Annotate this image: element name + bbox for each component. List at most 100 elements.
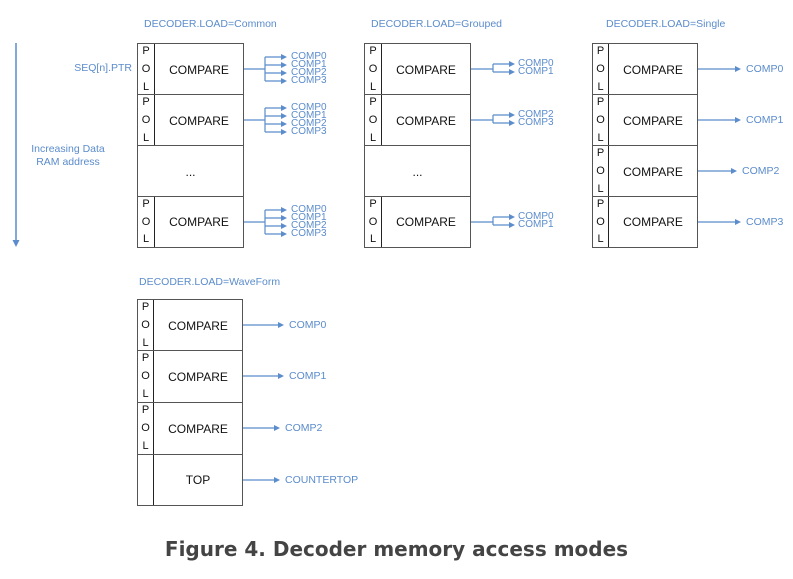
memory-row: TOP bbox=[137, 454, 243, 506]
output-arrowhead-icon bbox=[278, 373, 284, 379]
output-arrowhead-icon bbox=[281, 223, 287, 229]
output-label-comp0: COMP0 bbox=[518, 211, 554, 222]
output-arrowhead-icon bbox=[274, 477, 280, 483]
pol-letter: L bbox=[142, 81, 150, 93]
output-arrowhead-icon bbox=[281, 231, 287, 237]
pol-letter: P bbox=[369, 45, 377, 57]
mode-title-grouped: DECODER.LOAD=Grouped bbox=[371, 18, 503, 30]
compare-field-label: COMPARE bbox=[396, 215, 456, 229]
pol-letter: O bbox=[368, 63, 378, 75]
output-label-comp2: COMP2 bbox=[742, 165, 780, 177]
output-label-comp1: COMP1 bbox=[746, 114, 784, 126]
output-label-comp2: COMP2 bbox=[518, 109, 554, 120]
pol-letter: P bbox=[141, 404, 150, 416]
pol-letter: L bbox=[142, 233, 150, 245]
output-arrowhead-icon bbox=[281, 70, 287, 76]
pol-letter: O bbox=[596, 63, 605, 75]
output-arrowhead-icon bbox=[509, 222, 515, 228]
pol-letter: L bbox=[369, 233, 377, 245]
output-label-comp0: COMP0 bbox=[291, 204, 327, 215]
pol-letter: O bbox=[141, 215, 151, 228]
output-arrowhead-icon bbox=[278, 322, 284, 328]
output-label-comp0: COMP0 bbox=[291, 51, 327, 62]
pol-letter: P bbox=[142, 45, 150, 57]
output-label-countertop: COUNTERTOP bbox=[285, 474, 359, 486]
seq-ptr-label: SEQ[n].PTR bbox=[74, 62, 132, 74]
output-label-comp3: COMP3 bbox=[291, 126, 327, 137]
top-field-label: TOP bbox=[185, 473, 211, 487]
output-arrowhead-icon bbox=[281, 121, 287, 127]
output-arrowhead-icon bbox=[274, 425, 280, 431]
output-arrowhead-icon bbox=[509, 61, 515, 67]
output-arrowhead-icon bbox=[509, 214, 515, 220]
output-arrowhead-icon bbox=[281, 129, 287, 135]
compare-field-label: COMPARE bbox=[396, 62, 456, 77]
direction-label-line2: RAM address bbox=[36, 156, 100, 168]
pol-letter: O bbox=[141, 114, 151, 126]
figure-caption: Figure 4. Decoder memory access modes bbox=[164, 537, 629, 561]
compare-field-label: COMPARE bbox=[168, 318, 228, 333]
address-direction-arrowhead-icon bbox=[12, 240, 20, 247]
pol-letter: O bbox=[596, 215, 605, 228]
compare-field-label: COMPARE bbox=[169, 62, 229, 77]
output-arrowhead-icon bbox=[281, 113, 287, 119]
pol-letter: L bbox=[369, 132, 377, 144]
pol-letter: O bbox=[141, 422, 150, 434]
pol-letter: L bbox=[142, 337, 149, 349]
memory-row-ellipsis: ... bbox=[364, 145, 471, 198]
output-label-comp2: COMP2 bbox=[285, 422, 323, 434]
output-label-comp0: COMP0 bbox=[518, 58, 554, 69]
compare-field-label: COMPARE bbox=[169, 215, 229, 229]
output-arrowhead-icon bbox=[735, 117, 741, 123]
output-arrowhead-icon bbox=[281, 215, 287, 221]
output-arrowhead-icon bbox=[281, 62, 287, 68]
pol-letter: L bbox=[142, 132, 150, 144]
compare-field-label: COMPARE bbox=[623, 62, 683, 77]
output-label-comp2: COMP2 bbox=[291, 220, 327, 231]
output-label-comp1: COMP1 bbox=[291, 212, 327, 223]
direction-label: Increasing Data RAM address bbox=[20, 143, 116, 169]
output-arrowhead-icon bbox=[281, 78, 287, 84]
compare-field-label: COMPARE bbox=[169, 113, 229, 128]
pol-letter: L bbox=[142, 388, 149, 400]
mode-title-waveform: DECODER.LOAD=WaveForm bbox=[139, 276, 281, 288]
compare-field-label: COMPARE bbox=[623, 164, 683, 179]
mode-title-single: DECODER.LOAD=Single bbox=[606, 18, 726, 30]
pol-letter: O bbox=[141, 63, 151, 75]
pol-letter: O bbox=[368, 215, 378, 228]
pol-letter: L bbox=[597, 132, 604, 144]
output-label-comp3: COMP3 bbox=[291, 228, 327, 239]
output-arrowhead-icon bbox=[509, 69, 515, 75]
output-arrowhead-icon bbox=[509, 120, 515, 126]
output-label-comp3: COMP3 bbox=[291, 75, 327, 86]
ellipsis-label: ... bbox=[412, 164, 423, 179]
pol-letter: P bbox=[596, 147, 605, 159]
output-label-comp3: COMP3 bbox=[746, 216, 784, 228]
pol-letter: O bbox=[141, 319, 150, 331]
pol-letter: P bbox=[369, 198, 377, 210]
output-label-comp1: COMP1 bbox=[518, 219, 554, 230]
output-arrowhead-icon bbox=[735, 219, 741, 225]
output-arrowhead-icon bbox=[281, 105, 287, 111]
pol-letter: P bbox=[141, 301, 150, 313]
output-label-comp1: COMP1 bbox=[291, 59, 327, 70]
